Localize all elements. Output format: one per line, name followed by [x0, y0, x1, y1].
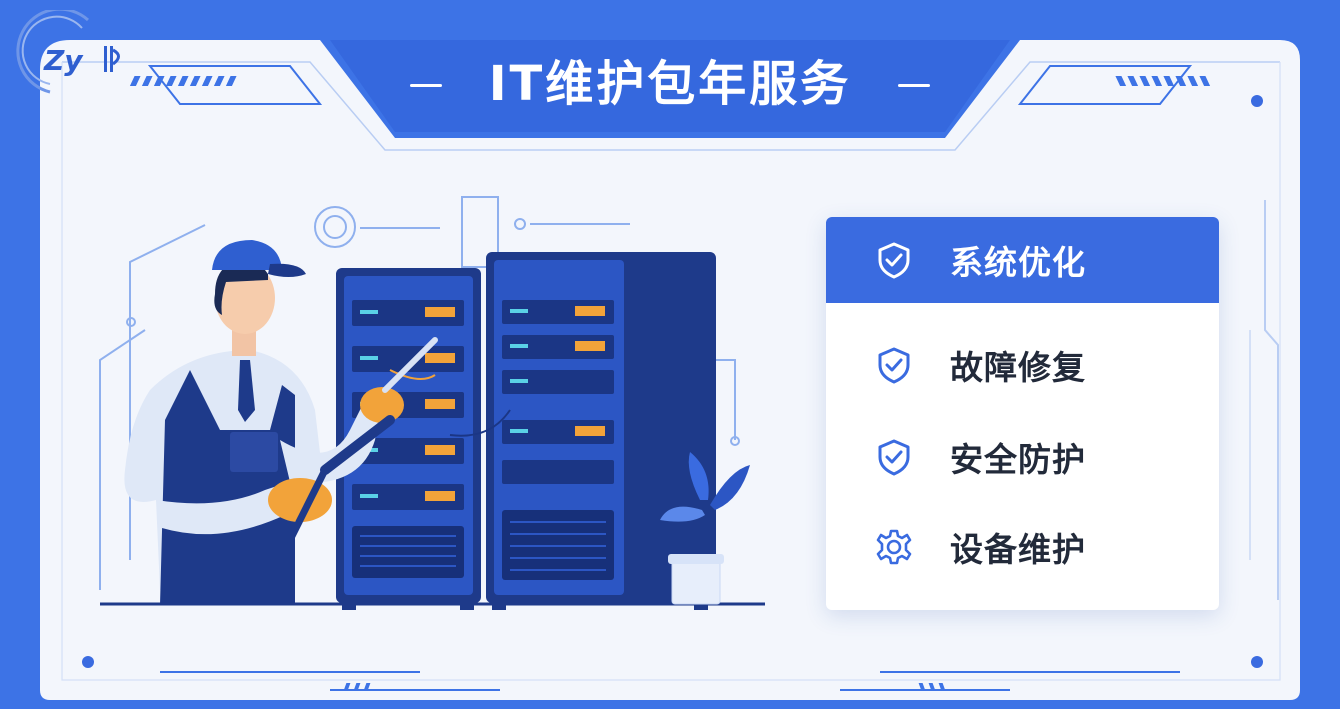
services-panel: 系统优化 故障修复 安全防护: [826, 217, 1219, 610]
shield-check-icon: [874, 437, 914, 477]
technician: [124, 240, 438, 605]
title-dash-left: [410, 84, 442, 87]
title-dash-right: [898, 84, 930, 87]
gear-icon: [874, 527, 914, 567]
service-item-security-protection[interactable]: 安全防护: [826, 413, 1219, 501]
page-title: IT维护包年服务: [488, 56, 852, 112]
shield-check-icon: [874, 345, 914, 385]
plant: [660, 452, 750, 605]
service-label: 故障修复: [950, 348, 1086, 387]
service-label: 安全防护: [950, 440, 1086, 479]
shield-check-icon: [874, 240, 914, 280]
service-label: 系统优化: [950, 243, 1086, 282]
service-item-fault-repair[interactable]: 故障修复: [826, 321, 1219, 409]
service-item-system-optimization[interactable]: 系统优化: [826, 217, 1219, 303]
logo-text: Zy: [44, 44, 83, 77]
server-rack-right: [486, 252, 716, 610]
service-item-equipment-maintenance[interactable]: 设备维护: [826, 503, 1219, 591]
zy-logo-icon: [16, 10, 120, 94]
technician-illustration: [124, 240, 750, 610]
service-label: 设备维护: [950, 530, 1086, 569]
